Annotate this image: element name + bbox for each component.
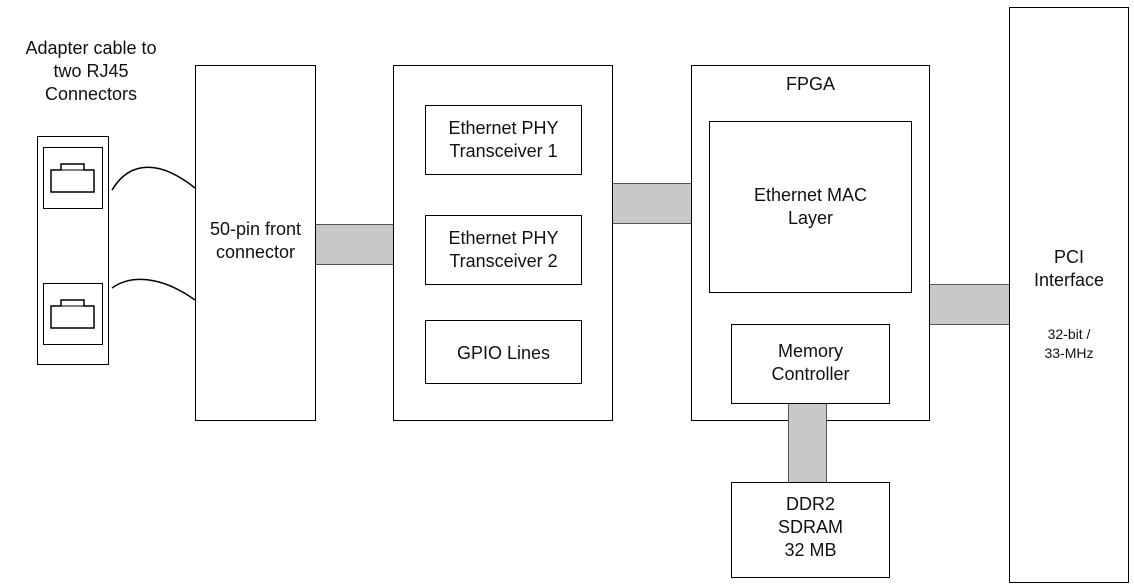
bus-memctl-ddr bbox=[788, 404, 827, 483]
phy1-label: Ethernet PHY Transceiver 1 bbox=[448, 118, 559, 161]
pci-sublabel: 32-bit / 33-MHz bbox=[1044, 326, 1094, 361]
phy1-box bbox=[425, 105, 582, 175]
pci-label: PCI Interface bbox=[1033, 247, 1105, 290]
memctl-box bbox=[731, 324, 890, 404]
bus-fpga-pci bbox=[930, 284, 1009, 325]
gpio-label: GPIO Lines bbox=[456, 343, 551, 363]
bus-connector-phy bbox=[316, 224, 393, 265]
front-connector-label: 50-pin front connector bbox=[209, 219, 302, 262]
rj45-port-top bbox=[43, 147, 103, 209]
rj45-port-bottom bbox=[43, 283, 103, 345]
phy2-label: Ethernet PHY Transceiver 2 bbox=[448, 228, 559, 271]
rj45-icon bbox=[50, 163, 95, 193]
adapter-label: Adapter cable to two RJ45 Connectors bbox=[25, 38, 157, 104]
gpio-box bbox=[425, 320, 582, 384]
fpga-label: FPGA bbox=[785, 74, 835, 94]
pci-box bbox=[1009, 7, 1129, 583]
phy2-box bbox=[425, 215, 582, 285]
mac-box bbox=[709, 121, 912, 293]
ddr-box bbox=[731, 482, 890, 578]
mac-label: Ethernet MAC Layer bbox=[753, 185, 868, 228]
front-connector-box bbox=[195, 65, 316, 421]
rj45-icon bbox=[50, 299, 95, 329]
ddr-label: DDR2 SDRAM 32 MB bbox=[777, 494, 843, 560]
memctl-label: Memory Controller bbox=[771, 341, 850, 384]
